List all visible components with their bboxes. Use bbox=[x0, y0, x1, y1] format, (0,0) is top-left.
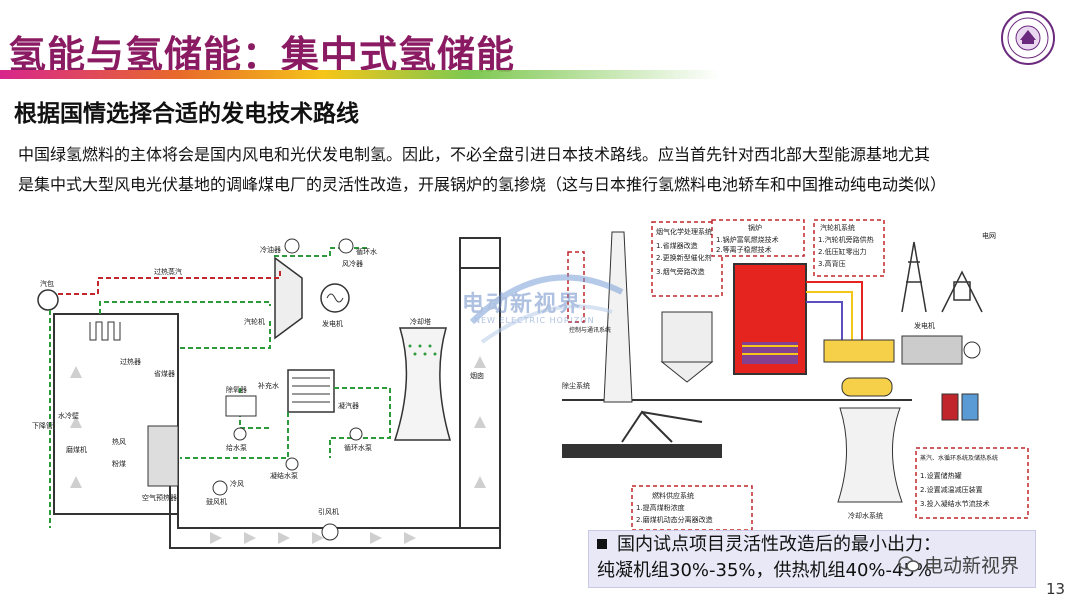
label-turbine-system: 汽轮机系统 bbox=[820, 223, 855, 232]
flue-duct bbox=[169, 267, 501, 549]
title-underline bbox=[0, 70, 720, 79]
callout-line-2: 纯凝机组30%-35%，供热机组40%-45% bbox=[597, 560, 933, 581]
cooling-tower-shape bbox=[393, 327, 451, 441]
label-superheated-steam: 过热蒸汽 bbox=[154, 267, 182, 276]
power-plant-flow-diagram: 汽包 过热蒸汽 冷油器 循环水 风冷器 汽轮机 发电机 冷却塔 过热器 省煤器 … bbox=[32, 237, 501, 549]
label-fan-cooler: 风冷器 bbox=[342, 259, 363, 268]
label-superheater: 过热器 bbox=[120, 357, 141, 366]
watermark-center-en: NEW ELECTRIC HORIZON bbox=[474, 316, 595, 325]
right-turbine bbox=[823, 339, 895, 363]
label-storage-item-2: 2.设置减温减压装置 bbox=[920, 485, 983, 494]
slide-title: 氢能与氢储能：集中式氢储能 bbox=[8, 33, 516, 77]
circ-pump-shape bbox=[349, 427, 363, 441]
right-chimney bbox=[603, 231, 633, 403]
label-condenser: 凝汽器 bbox=[338, 401, 359, 410]
label-generator-right: 发电机 bbox=[914, 321, 935, 330]
label-grid: 电网 bbox=[982, 231, 996, 240]
label-fuel-item-1: 1.提高煤粉浓度 bbox=[636, 503, 685, 512]
label-cold-air: 冷风 bbox=[230, 479, 244, 488]
label-cond-pump: 凝结水泵 bbox=[270, 471, 298, 480]
label-hot-air: 热风 bbox=[112, 437, 126, 446]
right-cooling-tower bbox=[837, 407, 903, 503]
label-circ-pump: 循环水泵 bbox=[344, 443, 372, 452]
flexibility-retrofit-diagram: 烟气化学处理系统 1.省煤器改造 2.更换新型催化剂 3.烟气旁路改造 锅炉 1… bbox=[562, 219, 1029, 531]
feed-pump-shape bbox=[233, 427, 247, 441]
label-deaerator: 除氧器 bbox=[226, 385, 247, 394]
label-fuel: 燃料供应系统 bbox=[652, 491, 694, 500]
box-boiler bbox=[711, 219, 805, 257]
paragraph-line-2: 是集中式大型风电光伏基地的调峰煤电厂的灵活性改造，开展锅炉的氢掺烧（这与日本推行… bbox=[18, 175, 947, 194]
label-id-fan: 引风机 bbox=[318, 507, 339, 516]
deaerator-shape bbox=[225, 395, 257, 417]
label-boiler-item-1: 1.锅炉富氧燃烧技术 bbox=[716, 235, 779, 244]
feedwater-line bbox=[99, 301, 271, 314]
box-fuel bbox=[631, 485, 753, 531]
callout-box: 国内试点项目灵活性改造后的最小出力： 纯凝机组30%-35%，供热机组40%-4… bbox=[588, 530, 1036, 588]
steam-drum-shape bbox=[37, 289, 59, 311]
label-chemical-item-1: 1.省煤器改造 bbox=[656, 241, 698, 250]
watermark-swoosh-icon bbox=[469, 274, 624, 344]
label-chimney: 烟囱 bbox=[470, 371, 484, 380]
section-subtitle: 根据国情选择合适的发电技术路线 bbox=[14, 101, 359, 127]
label-economizer: 省煤器 bbox=[154, 369, 175, 378]
label-condenser-top: 冷油器 bbox=[260, 245, 281, 254]
right-generator bbox=[901, 335, 963, 365]
steam-line bbox=[58, 268, 281, 295]
label-steam-drum: 汽包 bbox=[40, 279, 54, 288]
label-boiler-item-2: 2.等离子稳燃技术 bbox=[716, 245, 772, 254]
body-paragraph: 中国绿氢燃料的主体将会是国内风电和光伏发电制氢。因此，不必全盘引进日本技术路线。… bbox=[18, 140, 1066, 200]
bullet-icon bbox=[597, 539, 607, 549]
label-circ-water: 循环水 bbox=[356, 247, 377, 256]
center-watermark: 电动新视界 NEW ELECTRIC HORIZON bbox=[452, 262, 642, 352]
box-storage bbox=[915, 447, 1029, 519]
label-makeup-water: 补充水 bbox=[258, 381, 279, 390]
label-control: 控制与通讯系统 bbox=[569, 326, 611, 334]
wechat-icon bbox=[898, 556, 920, 572]
label-coal-mill: 磨煤机 bbox=[66, 445, 87, 454]
label-water-wall: 水冷壁 bbox=[58, 411, 79, 420]
label-turbine-item-2: 2.低压缸零出力 bbox=[818, 247, 867, 256]
label-turbine-item-3: 3.高背压 bbox=[818, 259, 846, 268]
page-number: 13 bbox=[1046, 580, 1066, 598]
label-fuel-item-2: 2.磨煤机动态分离器改造 bbox=[636, 515, 713, 524]
label-chemical-item-2: 2.更换新型催化剂 bbox=[656, 253, 712, 262]
label-chemical-item-3: 3.烟气旁路改造 bbox=[656, 267, 705, 276]
watermark-center-cn: 电动新视界 bbox=[462, 292, 583, 317]
box-turbine bbox=[813, 219, 885, 277]
air-preheater-block bbox=[147, 425, 179, 487]
label-air-preheater: 空气预热器 bbox=[142, 493, 177, 502]
heat-storage-tank bbox=[841, 377, 893, 397]
box-chemical bbox=[651, 221, 723, 297]
cond-pump-shape bbox=[285, 457, 299, 471]
label-storage-item-1: 1.设置储热罐 bbox=[920, 471, 962, 480]
label-storage-item-3: 3.投入凝结水节流技术 bbox=[920, 499, 990, 508]
turbine-shape bbox=[274, 256, 303, 340]
id-fan-shape bbox=[321, 523, 339, 541]
watermark-text: 电动新视界 bbox=[924, 554, 1020, 577]
label-blower: 鼓风机 bbox=[206, 497, 227, 506]
label-chemical: 烟气化学处理系统 bbox=[656, 227, 712, 236]
grid-tower bbox=[901, 241, 983, 313]
callout-line-1: 国内试点项目灵活性改造后的最小出力： bbox=[617, 534, 941, 555]
blower-shape bbox=[212, 480, 228, 496]
label-cooling-tower: 冷却塔 bbox=[410, 317, 431, 326]
label-generator: 发电机 bbox=[322, 319, 343, 328]
label-dust: 除尘系统 bbox=[562, 381, 590, 390]
chimney-shape bbox=[459, 237, 501, 529]
label-water: 冷却水系统 bbox=[848, 511, 883, 520]
label-pulverized-coal: 粉煤 bbox=[112, 459, 126, 468]
dust-collector bbox=[661, 311, 713, 363]
label-downcomer: 下降管 bbox=[32, 421, 53, 430]
label-storage: 蒸汽、水循环系统及储热系统 bbox=[920, 454, 998, 462]
condenser-shape bbox=[287, 369, 335, 413]
boiler-body bbox=[53, 313, 179, 515]
paragraph-line-1: 中国绿氢燃料的主体将会是国内风电和光伏发电制氢。因此，不必全盘引进日本技术路线。… bbox=[18, 145, 931, 164]
university-seal-logo bbox=[1001, 11, 1055, 65]
label-turbine: 汽轮机 bbox=[244, 317, 265, 326]
label-boiler: 锅炉 bbox=[748, 223, 762, 232]
label-turbine-item-1: 1.汽轮机旁路供热 bbox=[818, 235, 874, 244]
wechat-watermark: 电动新视界 bbox=[898, 548, 1028, 580]
label-feed-pump: 给水泵 bbox=[226, 443, 247, 452]
